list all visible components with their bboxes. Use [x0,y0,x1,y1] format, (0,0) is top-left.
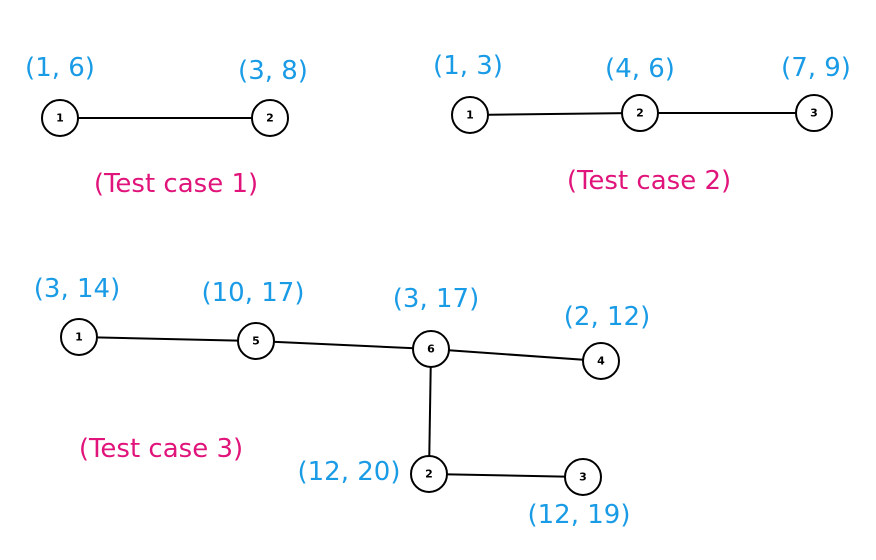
caption-test-case-1: (Test case 1) [94,169,258,199]
node-label-tc3-4: (2, 12) [564,302,650,332]
node-label-tc3-3: (12, 19) [528,500,631,530]
edge-tc3-2-3 [428,473,584,478]
node-id-tc3-6: 6 [427,343,435,356]
node-tc3-1 [60,318,98,356]
edge-tc3-6-2 [428,348,432,475]
node-label-tc3-6: (3, 17) [393,284,479,314]
node-label-tc2-1: (1, 3) [433,51,503,81]
node-id-tc2-2: 2 [636,107,644,120]
node-id-tc2-3: 3 [810,107,818,120]
node-tc3-5 [237,322,275,360]
node-label-tc3-5: (10, 17) [202,278,305,308]
edge-tc3-1-5 [78,336,257,342]
node-tc2-3 [795,94,833,132]
node-id-tc3-2: 2 [425,468,433,481]
node-tc1-1 [41,99,79,137]
test-case-3: 1 (3, 14) 5 (10, 17) 6 (3, 17) 4 (2, 12)… [34,274,650,530]
node-tc3-6 [412,330,450,368]
node-label-tc2-3: (7, 9) [781,53,851,83]
node-tc3-2 [410,455,448,493]
caption-test-case-2: (Test case 2) [567,166,731,196]
edge-tc3-6-4 [430,348,602,362]
node-tc2-2 [621,94,659,132]
node-label-tc2-2: (4, 6) [605,54,675,84]
node-id-tc3-5: 5 [252,335,260,348]
test-case-1: 1 (1, 6) 2 (3, 8) (Test case 1) [25,53,308,199]
node-tc2-1 [451,96,489,134]
node-label-tc1-2: (3, 8) [238,56,308,86]
node-tc1-2 [251,99,289,137]
test-case-2: 1 (1, 3) 2 (4, 6) 3 (7, 9) (Test case 2) [433,51,851,196]
node-id-tc3-1: 1 [75,331,83,344]
edge-tc3-5-6 [255,340,432,350]
node-id-tc3-3: 3 [579,471,587,484]
node-id-tc3-4: 4 [597,355,605,368]
node-id-tc1-2: 2 [266,112,274,125]
node-label-tc3-2: (12, 20) [298,457,401,487]
node-id-tc1-1: 1 [56,112,64,125]
node-id-tc2-1: 1 [466,109,474,122]
node-label-tc1-1: (1, 6) [25,53,95,83]
node-label-tc3-1: (3, 14) [34,274,120,304]
node-tc3-4 [582,342,620,380]
node-tc3-3 [564,458,602,496]
caption-test-case-3: (Test case 3) [79,434,243,464]
edge-tc2-1-2 [469,112,641,116]
